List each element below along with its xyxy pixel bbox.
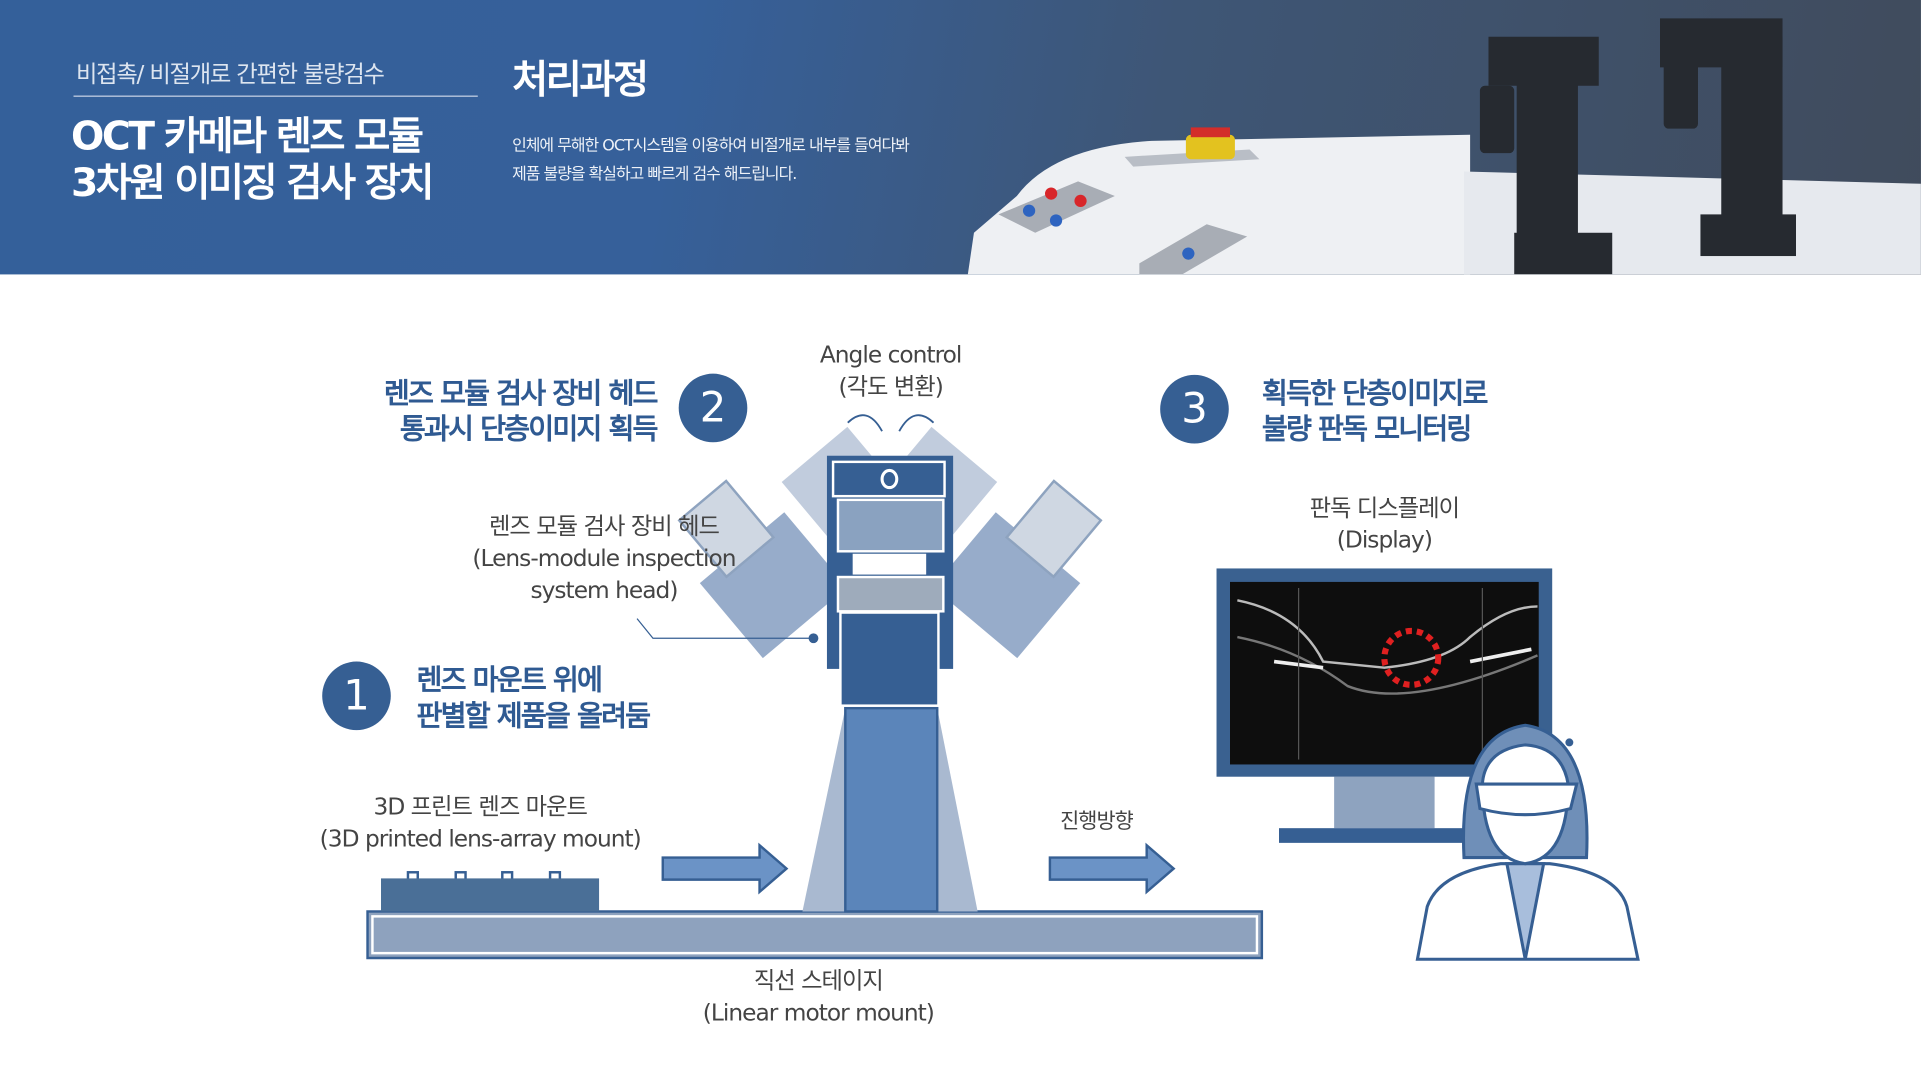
label-line: 판독 디스플레이 [1309,494,1460,522]
page-title: OCT 카메라 렌즈 모듈 3차원 이미징 검사 장치 [71,112,434,206]
rotate-right-icon [898,414,935,432]
column [844,706,939,913]
section-title: 처리과정 [512,56,649,103]
label-line: (3D printed lens-array mount) [319,825,642,853]
title-line: OCT 카메라 렌즈 모듈 [71,112,424,160]
step-3-number: 3 [1181,384,1208,434]
lens-icon [880,468,899,490]
head-tilt-left [677,479,848,659]
step-1-number: 1 [343,671,370,721]
label-line: (Lens-module inspection [472,545,736,573]
label-line: 3D 프린트 렌즈 마운트 [373,793,587,821]
monitor-stand [1334,776,1435,829]
label-line: Angle control [819,341,963,369]
defect-marker [1381,627,1442,688]
label-line: (Linear motor mount) [702,999,935,1027]
lens-mount [381,878,600,912]
operator-figure [1415,723,1640,961]
header-banner: 비접촉/ 비절개로 간편한 불량검수 OCT 카메라 렌즈 모듈 3차원 이미징… [0,0,1921,275]
step-3-circle [1160,374,1229,444]
monitor-base [1279,828,1489,843]
subtitle: 비접촉/ 비절개로 간편한 불량검수 [75,61,385,89]
step-line: 통과시 단층이미지 획득 [399,414,659,446]
label-line: (각도 변환) [838,373,943,401]
step-line: 렌즈 마운트 위에 [416,665,603,698]
label-line: 직선 스테이지 [753,967,884,995]
direction-label: 진행방향 [1060,809,1134,835]
stage-label: 직선 스테이지 (Linear motor mount) [659,965,978,1029]
product-photo [967,18,1921,275]
label-line: (Display) [1336,526,1433,554]
description: 인체에 무해한 OCT시스템을 이용하여 비절개로 내부를 들여다봐 제품 불량… [512,132,910,188]
pointer-dot [808,633,819,644]
step-2-circle [678,373,748,443]
divider [73,95,478,97]
desc-line: 인체에 무해한 OCT시스템을 이용하여 비절개로 내부를 들여다봐 [512,137,910,156]
label-line: system head) [530,577,678,604]
step-2-text: 렌즈 모듈 검사 장비 헤드 통과시 단층이미지 획득 [294,377,659,448]
step-3-text: 획득한 단층이미지로 불량 판독 모니터링 [1261,377,1489,448]
step-line: 획득한 단층이미지로 [1261,378,1489,411]
label-line: 렌즈 모듈 검사 장비 헤드 [488,513,720,541]
title-line: 3차원 이미징 검사 장치 [71,159,434,206]
linear-stage [366,910,1264,960]
head-tilt-right [932,479,1103,659]
head-label: 렌즈 모듈 검사 장비 헤드 (Lens-module inspection s… [445,511,764,607]
rotate-left-icon [847,414,883,432]
desc-line: 제품 불량을 확실하고 빠르게 검수 해드립니다. [512,165,797,184]
mount-label: 3D 프린트 렌즈 마운트 (3D printed lens-array mou… [284,791,676,855]
step-1-circle [322,661,391,731]
step-line: 불량 판독 모니터링 [1261,414,1472,446]
display-label: 판독 디스플레이 (Display) [1262,492,1507,556]
step-line: 판별할 제품을 올려둠 [416,700,652,733]
arrow-right-icon [661,842,789,895]
step-line: 렌즈 모듈 검사 장비 헤드 [383,378,659,411]
step-2-number: 2 [699,383,727,433]
direction-arrow-icon [1048,842,1176,895]
step-1-text: 렌즈 마운트 위에 판별할 제품을 올려둠 [416,664,652,735]
angle-control-label: Angle control (각도 변환) [768,339,1013,403]
oct-image [1230,581,1539,765]
